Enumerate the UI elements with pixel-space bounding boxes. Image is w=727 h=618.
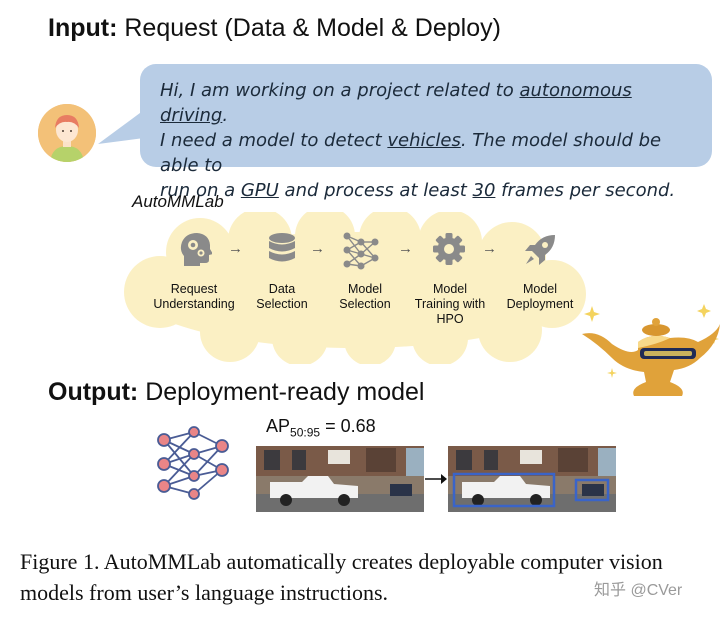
pipeline-arrow: →	[398, 240, 413, 257]
rocket-icon	[525, 235, 555, 265]
request-keyword: 30	[472, 180, 496, 201]
output-title: Output: Deployment-ready model	[48, 378, 424, 407]
request-text: Hi, I am working on a project related to…	[160, 78, 698, 203]
pipeline-arrow: →	[310, 240, 325, 257]
pipeline-arrow: →	[228, 240, 243, 257]
bbox-truck	[452, 472, 556, 508]
user-avatar-icon	[38, 104, 96, 162]
network-icon	[343, 232, 379, 270]
watermark: 知乎 @CVer	[594, 582, 683, 599]
magic-lamp-icon	[582, 304, 720, 396]
ap-metric-value: = 0.68	[325, 416, 376, 436]
request-text-segment: run on a	[160, 180, 241, 201]
result-arrow-icon	[425, 474, 447, 484]
gear-icon	[433, 233, 465, 265]
user-avatar	[38, 104, 96, 162]
street-photo-detection	[448, 446, 616, 512]
input-title: Input: Request (Data & Model & Deploy)	[48, 14, 501, 43]
request-keyword: vehicles	[387, 130, 461, 151]
request-text-segment: I need a model to detect	[160, 130, 388, 151]
request-text-segment: . The model should be able to	[160, 130, 662, 176]
step-label-model-selection: Model Selection	[339, 282, 391, 311]
input-label: Input:	[48, 14, 118, 42]
request-text-segment: Hi, I am working on a project related to	[160, 80, 520, 101]
output-label: Output:	[48, 378, 139, 406]
step-label-request-understanding: Request Understanding	[153, 282, 235, 311]
database-icon	[269, 233, 295, 262]
neural-network-icon	[157, 426, 229, 500]
request-keyword: autonomous driving	[160, 80, 632, 126]
ap-metric: AP50:95 = 0.68	[266, 416, 376, 440]
request-text-segment: .	[222, 105, 229, 126]
brand-label: AutoMMLab	[132, 192, 224, 211]
head-gears-icon	[180, 233, 212, 266]
request-bubble: Hi, I am working on a project related to…	[140, 64, 712, 201]
street-photo-input	[256, 446, 424, 512]
step-label-data-selection: Data Selection	[256, 282, 308, 311]
step-label-model-training: Model Training with HPO	[414, 282, 486, 326]
bbox-car	[574, 478, 610, 502]
ap-metric-name: AP	[266, 416, 291, 436]
figure-caption: Figure 1. AutoMMLab automatically create…	[20, 549, 663, 605]
pipeline-arrow: →	[482, 240, 497, 257]
bubble-tail	[98, 110, 144, 144]
step-label-model-deployment: Model Deployment	[506, 282, 574, 311]
ap-metric-subscript: 50:95	[290, 425, 321, 440]
request-text-segment: and process at least	[278, 180, 473, 201]
request-keyword: GPU	[240, 180, 279, 201]
request-text-segment: frames per second.	[495, 180, 676, 201]
input-text: Request (Data & Model & Deploy)	[124, 14, 501, 42]
output-text: Deployment-ready model	[145, 378, 425, 406]
